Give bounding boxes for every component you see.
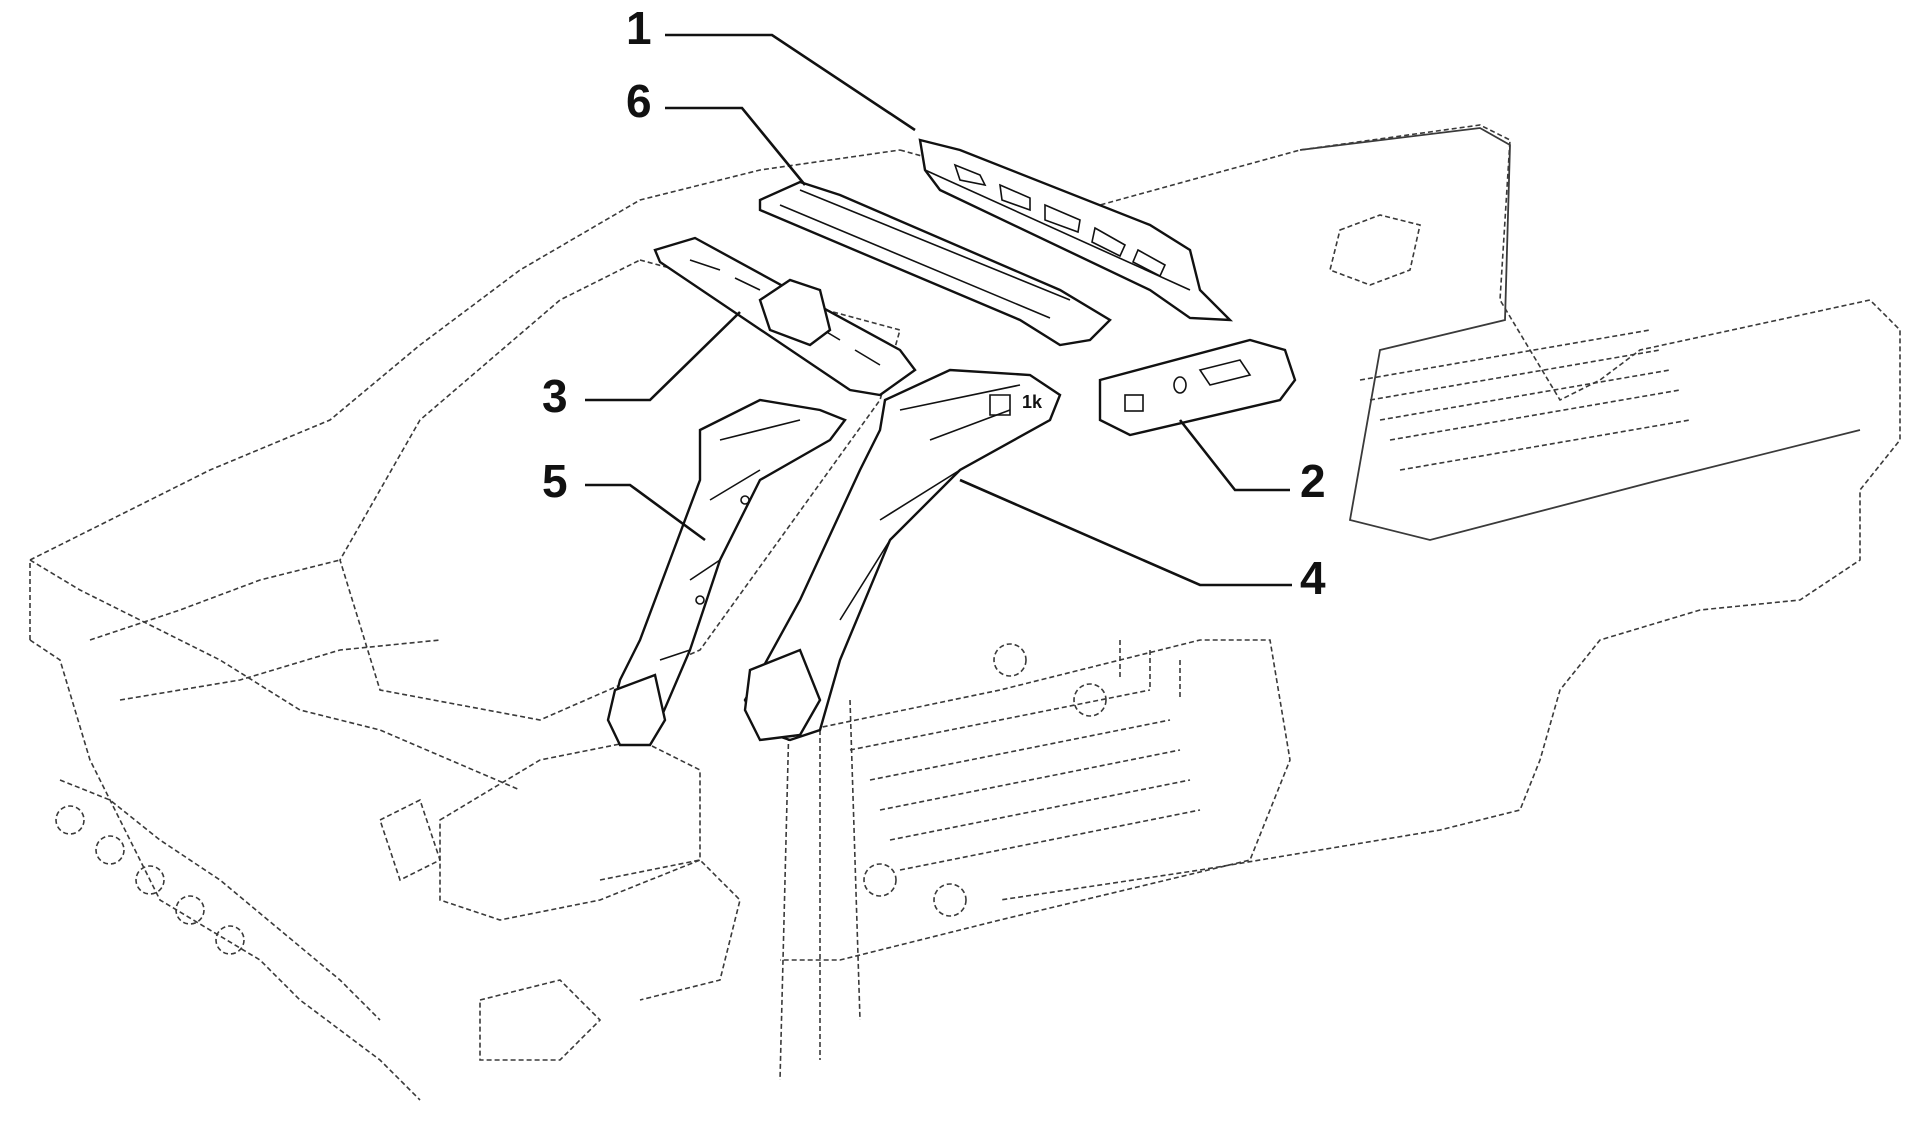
leader-4 <box>959 478 1292 587</box>
callout-2: 2 <box>1300 455 1326 507</box>
callout-3: 3 <box>542 370 568 422</box>
leader-3 <box>585 311 741 402</box>
callout-5: 5 <box>542 455 568 507</box>
leader-1 <box>665 33 916 132</box>
part-1-rear-roof-crossmember <box>918 138 1234 322</box>
leader-2 <box>1178 419 1290 492</box>
part-2-rear-bracket <box>1098 338 1297 437</box>
leader-5 <box>585 483 706 542</box>
callout-labels: 1 6 3 5 2 4 <box>542 2 1326 604</box>
part-5-pillar-inner <box>606 398 847 747</box>
callout-4: 4 <box>1300 552 1326 604</box>
callout-6: 6 <box>626 75 652 127</box>
pillar-stamp: 1k <box>1022 392 1043 412</box>
part-4-pillar-outer: 1k <box>743 368 1062 742</box>
part-3-windscreen-crossmember <box>653 236 917 397</box>
callout-1: 1 <box>626 2 652 54</box>
leader-lines <box>585 33 1292 587</box>
leader-6 <box>665 106 807 186</box>
part-6-roof-header <box>758 180 1112 347</box>
